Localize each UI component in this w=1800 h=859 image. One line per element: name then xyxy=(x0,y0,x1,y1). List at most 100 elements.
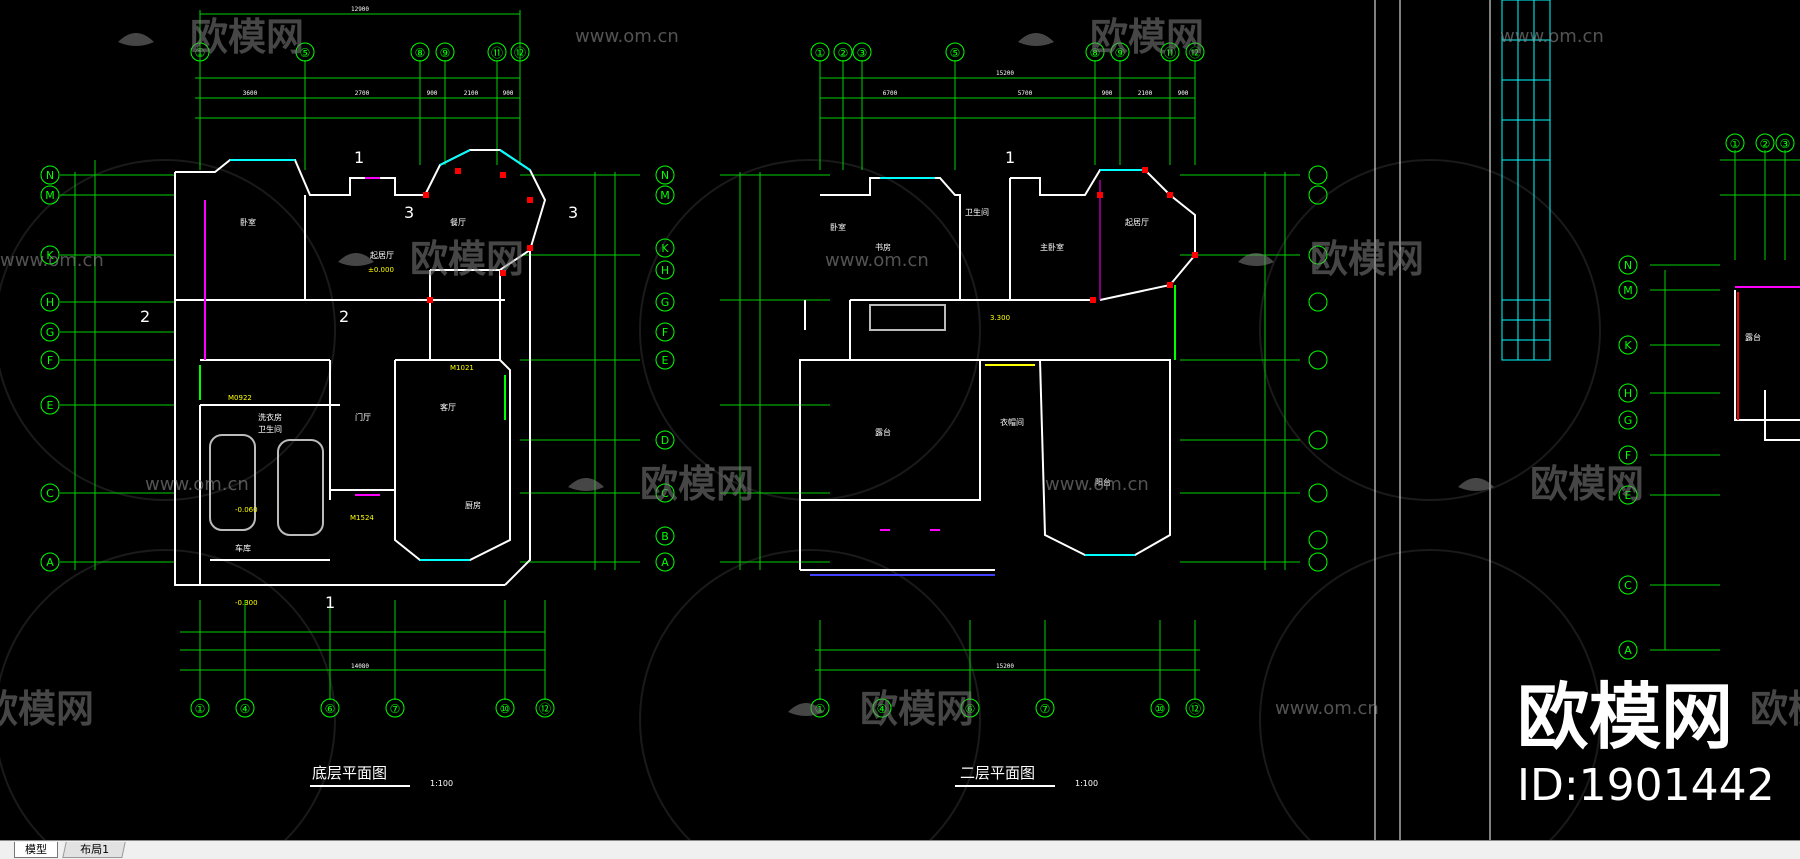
tab-layout1-label: 布局1 xyxy=(79,843,109,856)
plan-title: 底层平面图 xyxy=(312,764,387,782)
axis-label: ① xyxy=(195,46,206,60)
door-tag: M1524 xyxy=(350,514,374,522)
axis-label: B xyxy=(661,530,669,543)
layout-tab-bar: 模型 布局1 xyxy=(0,840,1800,859)
room-label: 阳台 xyxy=(1095,477,1111,487)
axis-label: ② xyxy=(1760,137,1771,151)
scale-text: 1:100 xyxy=(1075,779,1098,788)
tab-layout1[interactable]: 布局1 xyxy=(62,842,126,858)
axis-label: A xyxy=(1624,644,1632,657)
svg-text:欧模网: 欧模网 xyxy=(190,15,304,59)
axis-label: ⑨ xyxy=(1115,46,1126,60)
axis-label: E xyxy=(662,354,669,367)
room-label: 卧室 xyxy=(240,217,256,227)
svg-text:欧模网: 欧模网 xyxy=(1750,687,1800,731)
title-block xyxy=(1501,0,1551,361)
svg-text:欧模网: 欧模网 xyxy=(0,687,94,731)
room-label: 主卧室 xyxy=(1040,242,1064,252)
cad-drawing-canvas[interactable]: ① ⑤ ⑧ ⑨ ⑪ ⑫ N M K H G F E C A xyxy=(0,0,1800,840)
axis-label: ② xyxy=(838,46,849,60)
section-mark: 3 xyxy=(404,203,414,222)
watermark-logos xyxy=(118,33,1494,716)
sheet-borders xyxy=(1374,0,1491,840)
axis-label: ⑫ xyxy=(514,46,526,60)
dimension-text: 6700 xyxy=(883,90,898,97)
axis-label: ⑦ xyxy=(1040,702,1051,716)
axis-label: H xyxy=(1624,387,1632,400)
dimension-text: 2100 xyxy=(1138,90,1153,97)
axis-label: H xyxy=(661,264,669,277)
door-tag: M0922 xyxy=(228,394,252,402)
svg-text:欧模网: 欧模网 xyxy=(640,462,754,506)
axis-label: ③ xyxy=(857,46,868,60)
room-label: 餐厅 xyxy=(450,218,466,227)
axis-label: A xyxy=(46,556,54,569)
axis-label: ⑩ xyxy=(1155,702,1166,716)
watermark-site: www.om.cn www.om.cn www.om.cn www.om.cn … xyxy=(0,26,1604,719)
axis-label: A xyxy=(661,556,669,569)
axis-label: ③ xyxy=(1780,137,1791,151)
axis-label: K xyxy=(1624,339,1632,352)
axis-label: ⑪ xyxy=(1164,46,1176,60)
dimension-text: 900 xyxy=(1178,90,1189,97)
dimension-text: 3600 xyxy=(243,90,258,97)
axis-label: F xyxy=(662,326,668,339)
axis-label: ⑧ xyxy=(415,46,426,60)
svg-text:欧模网: 欧模网 xyxy=(1530,462,1644,506)
axis-label: K xyxy=(661,242,669,255)
axis-label: ⑤ xyxy=(300,46,311,60)
axis-label: M xyxy=(45,189,55,202)
axis-label: ⑫ xyxy=(1189,46,1201,60)
dimension-text: 900 xyxy=(427,90,438,97)
svg-text:www.om.cn: www.om.cn xyxy=(145,474,249,495)
axis-label: ④ xyxy=(877,702,888,716)
room-label: 客厅 xyxy=(440,402,456,412)
room-label: 衣帽间 xyxy=(1000,417,1024,427)
axis-label: G xyxy=(46,326,55,339)
axis-label: C xyxy=(46,487,54,500)
dimension-text: 2700 xyxy=(355,90,370,97)
axis-label: F xyxy=(1625,449,1631,462)
elevation-mark: -0.060 xyxy=(235,506,258,514)
svg-text:欧模网: 欧模网 xyxy=(1310,237,1424,281)
axis-label: G xyxy=(661,296,670,309)
axis-label: ⑤ xyxy=(950,46,961,60)
axis-label: C xyxy=(661,487,669,500)
axis-label: ① xyxy=(195,702,206,716)
dimension-text: 15200 xyxy=(996,663,1014,670)
svg-text:欧模网: 欧模网 xyxy=(860,687,974,731)
axis-label: H xyxy=(46,296,54,309)
tab-model[interactable]: 模型 xyxy=(14,842,58,858)
axis-label: N xyxy=(46,169,54,182)
axis-label: ⑫ xyxy=(1189,702,1201,716)
axis-label: D xyxy=(661,434,669,447)
second-floor-plan: ① ② ③ ⑤ ⑧ ⑨ ⑪ ⑫ N M K H G F E D C xyxy=(655,42,1328,788)
dimension-text: 2100 xyxy=(464,90,479,97)
axis-label: C xyxy=(1624,579,1632,592)
room-label: 起居厅 xyxy=(1125,218,1149,227)
section-mark: 1 xyxy=(354,148,364,167)
room-label: 书房 xyxy=(875,242,891,252)
dimension-text: 12900 xyxy=(351,6,369,13)
section-mark: 1 xyxy=(325,593,335,612)
room-label: 门厅 xyxy=(355,412,371,422)
scale-text: 1:100 xyxy=(430,779,453,788)
axis-label: ⑦ xyxy=(390,702,401,716)
axis-label: ④ xyxy=(240,702,251,716)
elevation-mark: ±0.000 xyxy=(368,266,394,274)
svg-text:欧模网: 欧模网 xyxy=(410,237,524,281)
section-mark: 2 xyxy=(339,307,349,326)
room-label: 露台 xyxy=(1745,332,1761,342)
brand-watermark: 欧模网 xyxy=(1517,675,1733,759)
axis-label: N xyxy=(1624,259,1632,272)
dimension-text: 14080 xyxy=(351,663,369,670)
section-mark: 3 xyxy=(568,203,578,222)
dimension-text: 15200 xyxy=(996,70,1014,77)
axis-label: E xyxy=(47,399,54,412)
axis-label: ⑧ xyxy=(1090,46,1101,60)
watermark-id: ID:1901442 xyxy=(1517,760,1775,811)
room-label: 起居厅 xyxy=(370,251,394,260)
room-label: 厨房 xyxy=(465,500,481,510)
watermark-layer: 欧模网 欧模网 欧模网 欧模网 欧模网 欧模网 欧模网 欧模网 欧模网 xyxy=(0,15,1800,731)
axis-label: E xyxy=(1625,489,1632,502)
